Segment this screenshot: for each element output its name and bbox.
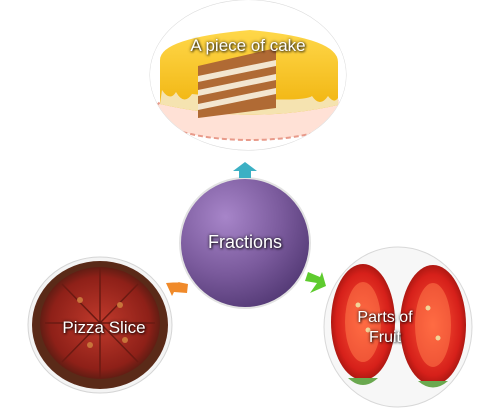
cake-image: [150, 0, 346, 150]
node-fruit: [323, 246, 473, 408]
center-node: [179, 177, 311, 309]
node-pizza: [27, 256, 173, 394]
arrow-left-icon: [166, 282, 188, 296]
node-cake: [149, 0, 347, 151]
arrow-up-icon: [233, 162, 257, 178]
arrow-right-icon: [305, 272, 326, 293]
pizza-image: [32, 261, 168, 389]
fruit-image: [331, 264, 466, 388]
